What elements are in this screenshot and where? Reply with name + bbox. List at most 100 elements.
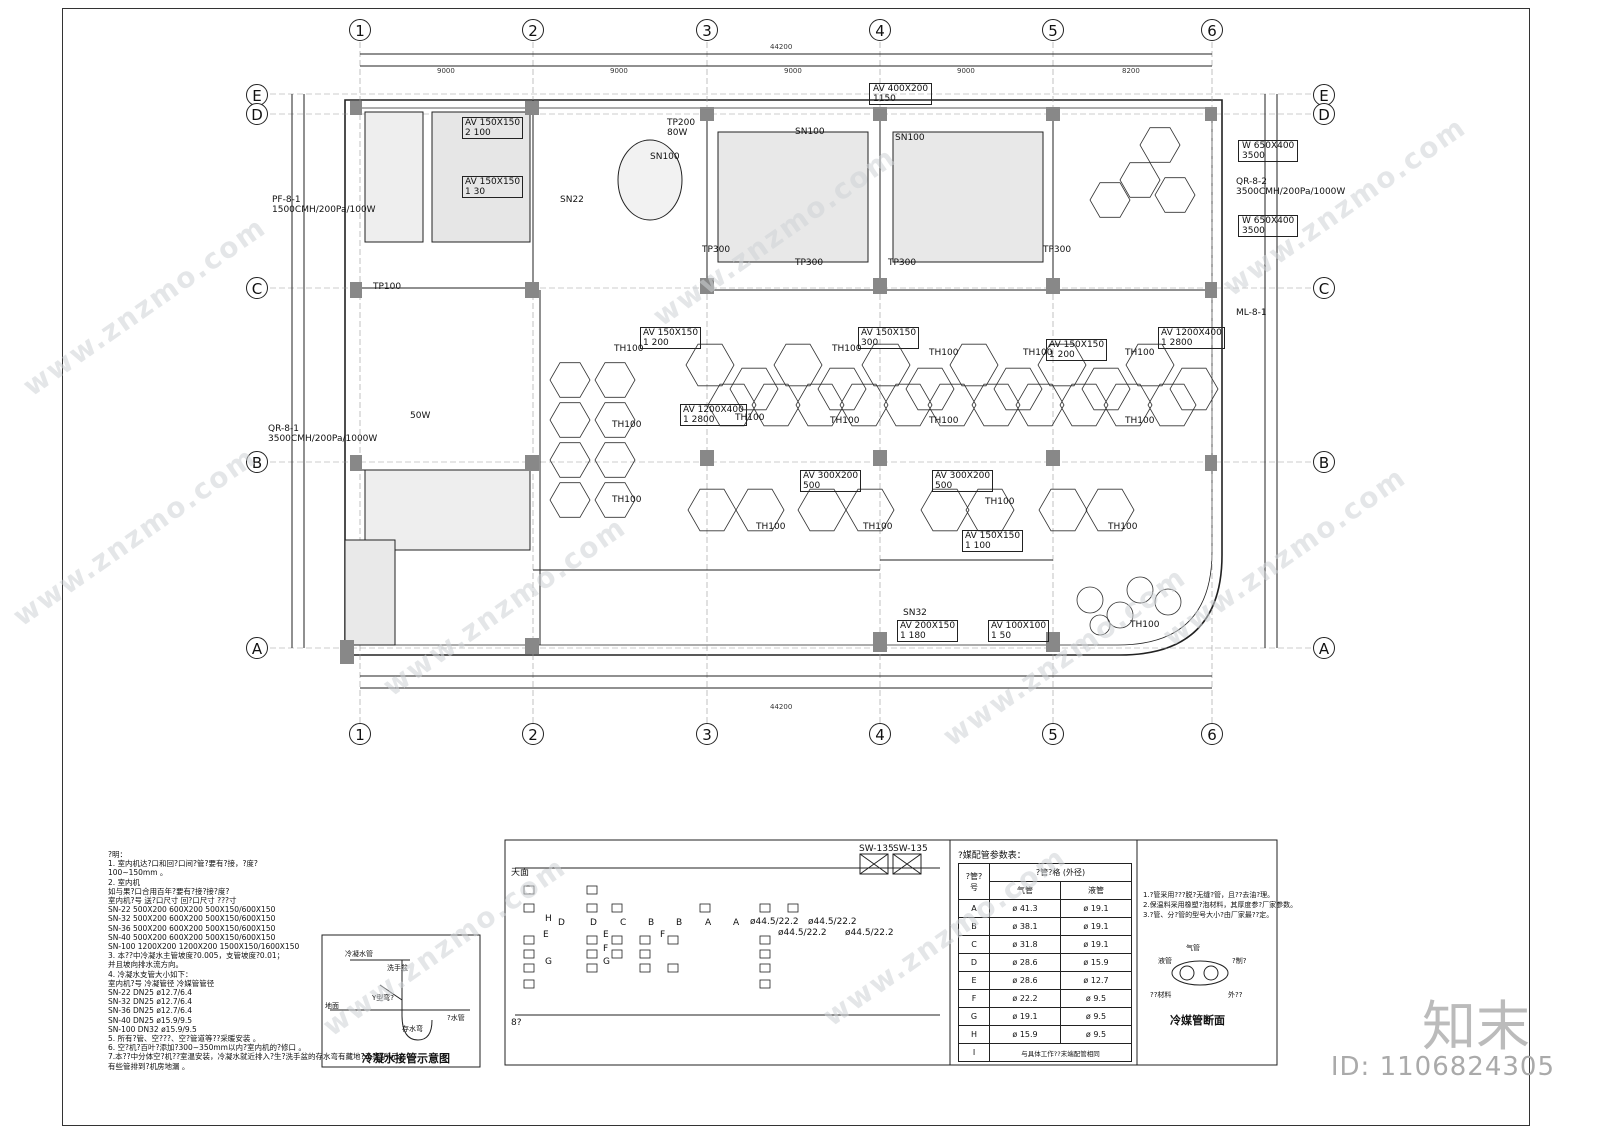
workstation-hexagon (1169, 367, 1219, 411)
grid-axis-2-top: 2 (522, 19, 544, 41)
condensate-diagram-title: 冷凝水接管示意图 (362, 1052, 450, 1065)
indoor-unit-symbol (611, 949, 623, 959)
workstation-hexagon (949, 343, 999, 387)
notes-line: 3. 本??中冷凝水主管坡度?0.005，支管坡度?0.01； (108, 951, 285, 961)
floor-8-label: 8? (511, 1018, 522, 1028)
workstation-hexagon (549, 442, 591, 478)
drain-pipe-label: ?水管 (447, 1014, 465, 1022)
workstation-hexagon (751, 383, 801, 427)
pipe-code: H (958, 1025, 990, 1044)
workstation-hexagon (1089, 182, 1131, 218)
indoor-unit-symbol (759, 979, 771, 989)
workstation-hexagon (920, 488, 970, 532)
branch-letter-G: G (545, 957, 552, 967)
th100-label-1: TH100 (614, 344, 644, 354)
sn32-label: SN32 (903, 608, 927, 618)
indoor-unit-symbol (639, 963, 651, 973)
workstation-hexagon (1154, 177, 1196, 213)
pipe-code: I (958, 1043, 990, 1062)
liquid-size: ø 19.1 (1060, 917, 1132, 936)
grid-axis-1-bottom: 1 (349, 723, 371, 745)
liquid-size: ø 9.5 (1060, 1007, 1132, 1026)
workstation-hexagon (845, 488, 895, 532)
th100-label-5: TH100 (1125, 348, 1155, 358)
workstation-hexagon (1139, 127, 1181, 163)
workstation-hexagon (797, 488, 847, 532)
workstation-hexagon (594, 402, 636, 438)
liquid-size: ø 19.1 (1060, 899, 1132, 918)
trap-label: 存水弯 (402, 1025, 423, 1033)
branch-letter-H: H (545, 914, 552, 924)
notes-line: SN-22 DN25 ø12.7/6.4 (108, 988, 193, 998)
indoor-unit-symbol (586, 903, 598, 913)
indoor-unit-symbol (586, 935, 598, 945)
pipe-note-line: 3.?管、分?管的型号大小?由厂家最??定。 (1143, 911, 1274, 919)
branch-letter-A2: A (733, 918, 740, 928)
grid-axis-A-left: A (246, 637, 268, 659)
gas-size: ø 28.6 (989, 953, 1061, 972)
grid-axis-4-bottom: 4 (869, 723, 891, 745)
bay-dim-2: 9000 (610, 67, 628, 75)
gas-size: ø 15.9 (989, 1025, 1061, 1044)
workstation-hexagon (1038, 488, 1088, 532)
workstation-hexagon (965, 488, 1015, 532)
total-width-dim-top: 44200 (770, 43, 793, 51)
gas-size: ø 22.2 (989, 989, 1061, 1008)
workstation-hexagon (1125, 343, 1175, 387)
notes-line: 5. 所有?管、空???、空?管道等??采暖安装 。 (108, 1034, 261, 1044)
workstation-hexagon (1119, 162, 1161, 198)
grid-axis-C-left: C (246, 277, 268, 299)
notes-line: 室内机?号 送?口尺寸 回?口尺寸 ???寸 (108, 896, 237, 906)
workstation-hexagon (927, 383, 977, 427)
indoor-unit-symbol (787, 903, 799, 913)
pipe-notes: 1.?管采用???脱?无缝?管，且??去油?理。 2.保温料采用橡塑?泡材料，其… (1143, 890, 1297, 920)
notes-line: 7.本??中分体空?机??室温安装，冷凝水就近排入?生?洗手盆的存水弯有藏地?示… (108, 1052, 406, 1062)
tp100-label: TP100 (373, 282, 402, 292)
notes-line: 6. 空?机?百叶?添加?300~350mm以内?室内机的?修口 。 (108, 1043, 306, 1053)
bay-dim-4: 9000 (957, 67, 975, 75)
indoor-unit-symbol (586, 949, 598, 959)
roof-level-label: 天面 (511, 868, 530, 878)
workstation-hexagon (1103, 383, 1153, 427)
indoor-unit-symbol (523, 903, 535, 913)
gas-size: ø 28.6 (989, 971, 1061, 990)
grid-axis-6-top: 6 (1201, 19, 1223, 41)
workstation-hexagon (687, 488, 737, 532)
notes-line: 有些管排到?机房地漏 。 (108, 1061, 190, 1071)
workstation-hexagon (1147, 383, 1197, 427)
notes-line: 如与果?口合用百年?要有?接?接?度? (108, 886, 230, 896)
branch-letter-F: F (603, 944, 609, 954)
grid-axis-D-right: D (1313, 103, 1335, 125)
drawing-sheet-border (62, 8, 1530, 1126)
pipe-dim-3: ø44.5/22.2 (778, 928, 827, 938)
th100-label-14: TH100 (985, 497, 1015, 507)
notes-line: 100~150mm 。 (108, 868, 168, 878)
th100-label-6: TH100 (612, 420, 642, 430)
sw135-label-2: SW-135 (893, 844, 928, 854)
grid-axis-3-bottom: 3 (696, 723, 718, 745)
indoor-unit-symbol (611, 935, 623, 945)
indoor-unit-symbol (523, 963, 535, 973)
indoor-unit-symbol (639, 949, 651, 959)
grid-axis-B-left: B (246, 451, 268, 473)
indoor-unit-symbol (759, 963, 771, 973)
liquid-pipe-header: 液管 (1060, 881, 1132, 900)
indoor-unit-symbol (759, 949, 771, 959)
workstation-hexagon (795, 383, 845, 427)
grid-axis-1-top: 1 (349, 19, 371, 41)
workstation-hexagon (594, 482, 636, 518)
